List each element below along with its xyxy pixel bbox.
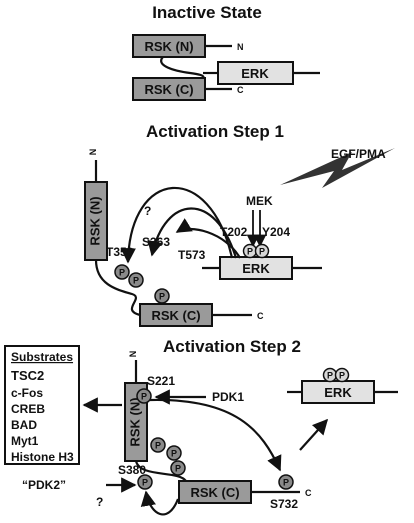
stimulus-label: EGF/PMA — [331, 147, 386, 161]
phospho-label: P — [133, 276, 139, 286]
site-s363: S363 — [142, 235, 170, 249]
rsk-n-domain — [132, 34, 206, 58]
inactive-state-title: Inactive State — [152, 3, 262, 22]
rsk-phospho-s732 — [278, 474, 294, 490]
c-terminus-label: C — [237, 85, 244, 95]
c-terminus-label: C — [305, 488, 312, 498]
rsk-n-to-s732-arrow — [149, 398, 282, 472]
substrates-box — [4, 345, 80, 465]
phospho-label: P — [175, 464, 181, 474]
phospho-label: P — [247, 247, 253, 257]
erk-release-arrow — [299, 418, 329, 451]
unknown-mark: ? — [144, 204, 151, 218]
n-terminus-label: N — [88, 149, 98, 156]
phospho-label: P — [339, 371, 345, 381]
phospho-label: P — [141, 392, 147, 402]
rsk-c-domain — [132, 77, 206, 101]
substrate-item: Histone H3 — [11, 450, 74, 464]
lightning-bolt-icon — [280, 148, 395, 188]
pdk1-label: PDK1 — [212, 390, 244, 404]
mek-label: MEK — [246, 194, 273, 208]
substrate-item: c-Fos — [11, 386, 43, 400]
rsk-phospho-s363 — [128, 272, 144, 288]
rsk-phospho-t573 — [154, 288, 170, 304]
linker-phospho — [166, 445, 182, 461]
linker-phospho — [170, 460, 186, 476]
site-s221: S221 — [147, 374, 175, 388]
site-y204: Y204 — [262, 225, 290, 239]
phospho-label: P — [283, 478, 289, 488]
erk-to-s363-arrow — [147, 207, 238, 259]
site-t359: T359 — [106, 245, 134, 259]
substrate-item: Myt1 — [11, 434, 39, 448]
c-terminus-label: C — [257, 311, 264, 321]
phospho-label: P — [155, 441, 161, 451]
rsk-n-label: RSK (N) — [144, 39, 193, 54]
substrates-header: Substrates — [11, 350, 73, 364]
unknown-mark: ? — [96, 495, 103, 509]
phospho-label: P — [327, 371, 333, 381]
rsk-c-label: RSK (C) — [190, 485, 239, 500]
autophosphorylation-arrow — [140, 490, 180, 516]
activation-step2-section: Activation Step 2 Substrates TSC2 c-Fos … — [4, 337, 398, 516]
erk-domain — [217, 61, 294, 85]
pdk2-label: “PDK2” — [22, 478, 66, 492]
step2-title: Activation Step 2 — [163, 337, 301, 356]
n-terminus-label: N — [237, 42, 244, 52]
erk-label: ERK — [241, 66, 269, 81]
erk-label: ERK — [242, 261, 270, 276]
erk-to-t573-arrow — [175, 218, 241, 259]
phospho-label: P — [171, 449, 177, 459]
rsk-c-label: RSK (C) — [144, 82, 193, 97]
rsk-phospho-s380 — [137, 474, 153, 490]
phospho-label: P — [259, 247, 265, 257]
substrate-item: TSC2 — [11, 368, 44, 383]
substrate-item: CREB — [11, 402, 45, 416]
site-s732: S732 — [270, 497, 298, 511]
erk-phospho-y204 — [254, 243, 270, 259]
rsk-linker — [134, 460, 187, 482]
step1-title: Activation Step 1 — [146, 122, 284, 141]
rsk-phospho-s221 — [136, 388, 152, 404]
activation-step1-section: Activation Step 1 EGF/PMA N RSK (N) RSK … — [84, 122, 395, 327]
erk-phospho — [334, 367, 350, 383]
erk-label: ERK — [324, 385, 352, 400]
substrate-item: BAD — [11, 418, 37, 432]
linker-phospho — [150, 437, 166, 453]
rsk-c-label: RSK (C) — [151, 308, 200, 323]
rsk-n-label: RSK (N) — [127, 397, 142, 446]
rsk-linker — [94, 259, 141, 317]
site-t573: T573 — [178, 248, 206, 262]
rsk-n-label: RSK (N) — [87, 196, 102, 245]
phospho-label: P — [142, 478, 148, 488]
phospho-label: P — [119, 268, 125, 278]
phospho-label: P — [159, 292, 165, 302]
rsk-phospho-t359 — [114, 264, 130, 280]
inactive-state-section: Inactive State RSK (N) N ERK RSK (C) C — [132, 3, 320, 101]
site-s380: S380 — [118, 463, 146, 477]
n-terminus-label: N — [128, 351, 138, 358]
